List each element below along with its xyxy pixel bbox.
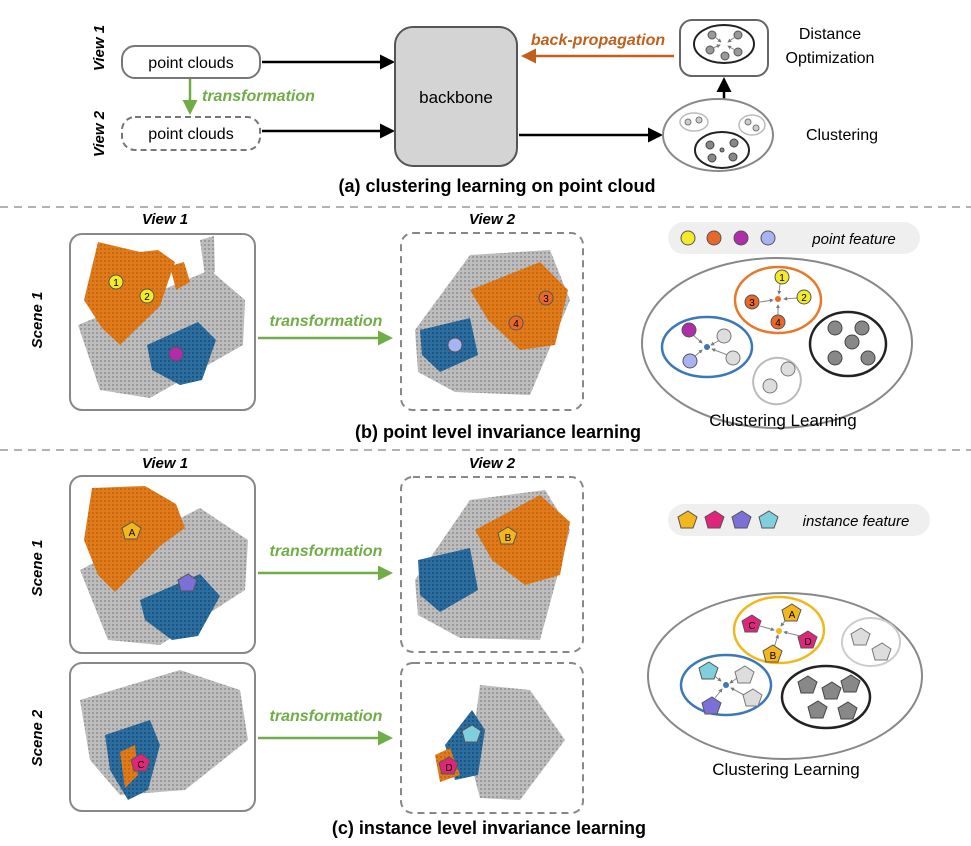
cluster-light-grey-c <box>841 617 901 667</box>
instance-feature-legend <box>668 504 930 536</box>
transformation-label-c1: transformation <box>270 543 383 560</box>
panel-a: View 1 View 2 point clouds point clouds … <box>91 19 878 196</box>
instance-feature-legend-label: instance feature <box>803 513 910 530</box>
legend-swatch-magenta <box>733 230 749 246</box>
instance-marker-purple <box>177 573 198 592</box>
distance-opt-label-2: Optimization <box>786 50 875 67</box>
legend-pentagon-yellow <box>677 510 698 529</box>
input2-label: point clouds <box>148 126 233 143</box>
cluster-point-1: 1 <box>779 273 785 284</box>
instance-marker-cyan <box>461 724 482 743</box>
clustering-label-a: Clustering <box>806 127 878 144</box>
legend-swatch-lavender <box>760 230 776 246</box>
panel-b-view1-cloud: 1 2 <box>78 236 245 398</box>
distance-opt-label-1: Distance <box>799 26 861 43</box>
backbone-box <box>394 26 518 167</box>
cluster-instance-D: D <box>804 637 811 648</box>
caption-c: (c) instance level invariance learning <box>332 818 646 838</box>
cluster-point-2: 2 <box>801 293 807 304</box>
transformation-label-b: transformation <box>270 313 383 330</box>
panel-b-view1-label: View 1 <box>142 211 188 228</box>
clustering-ellipse-b <box>641 257 913 429</box>
cluster-point-4: 4 <box>775 318 781 329</box>
input1-box <box>121 45 261 79</box>
point-marker-lavender <box>447 337 463 353</box>
legend-pentagon-pink <box>704 510 725 529</box>
panel-a-view2-label: View 2 <box>91 110 108 157</box>
panel-c-s1v1-cloud: A <box>80 486 248 645</box>
panel-c: View 1 View 2 Scene 1 Scene 2 A transfor… <box>29 455 930 838</box>
backbone-label: backbone <box>419 88 493 107</box>
backprop-label: back-propagation <box>531 32 665 49</box>
point-feature-legend <box>668 222 920 254</box>
caption-b: (b) point level invariance learning <box>355 422 641 442</box>
panel-c-view1-label: View 1 <box>142 455 188 472</box>
panel-c-s2v2-cloud: D <box>435 685 565 800</box>
instance-marker-B: B <box>505 533 512 544</box>
cluster-instance-A: A <box>789 610 796 621</box>
legend-pentagon-purple <box>731 510 752 529</box>
cluster-instance-C: C <box>748 621 755 632</box>
transformation-label-c2: transformation <box>270 708 383 725</box>
input1-label: point clouds <box>148 55 233 72</box>
panel-c-scene2-label: Scene 2 <box>29 709 46 766</box>
panel-c-s1v2-cloud: B <box>415 490 570 640</box>
panel-b-view2-label: View 2 <box>469 211 516 228</box>
panel-b-scene-label: Scene 1 <box>29 292 46 349</box>
panel-c-view2-label: View 2 <box>469 455 516 472</box>
cluster-instance-B: B <box>770 651 777 662</box>
panel-b-view2-cloud: 3 4 <box>415 250 570 395</box>
legend-swatch-yellow <box>680 230 696 246</box>
point-marker-1: 1 <box>113 278 119 289</box>
panel-c-s2v1-cloud: C <box>80 670 248 800</box>
clustering-learning-label-b: Clustering Learning <box>709 411 856 430</box>
cluster-point-3: 3 <box>749 298 755 309</box>
instance-marker-A: A <box>129 528 136 539</box>
panel-c-scene1-label: Scene 1 <box>29 540 46 597</box>
caption-a: (a) clustering learning on point cloud <box>338 176 655 196</box>
point-marker-magenta <box>168 346 184 362</box>
point-marker-4: 4 <box>513 319 519 330</box>
instance-marker-C: C <box>137 760 144 771</box>
point-marker-3: 3 <box>543 294 549 305</box>
clustering-learning-label-c: Clustering Learning <box>712 760 859 779</box>
input2-box <box>121 116 261 151</box>
transformation-label-a: transformation <box>202 88 315 105</box>
point-feature-legend-label: point feature <box>811 231 895 248</box>
panel-a-view1-label: View 1 <box>91 25 108 71</box>
instance-marker-D: D <box>445 763 452 774</box>
legend-swatch-orange <box>706 230 722 246</box>
panel-b: View 1 View 2 Scene 1 1 2 transformation… <box>29 211 920 442</box>
legend-pentagon-cyan <box>758 510 779 529</box>
point-marker-2: 2 <box>144 292 150 303</box>
